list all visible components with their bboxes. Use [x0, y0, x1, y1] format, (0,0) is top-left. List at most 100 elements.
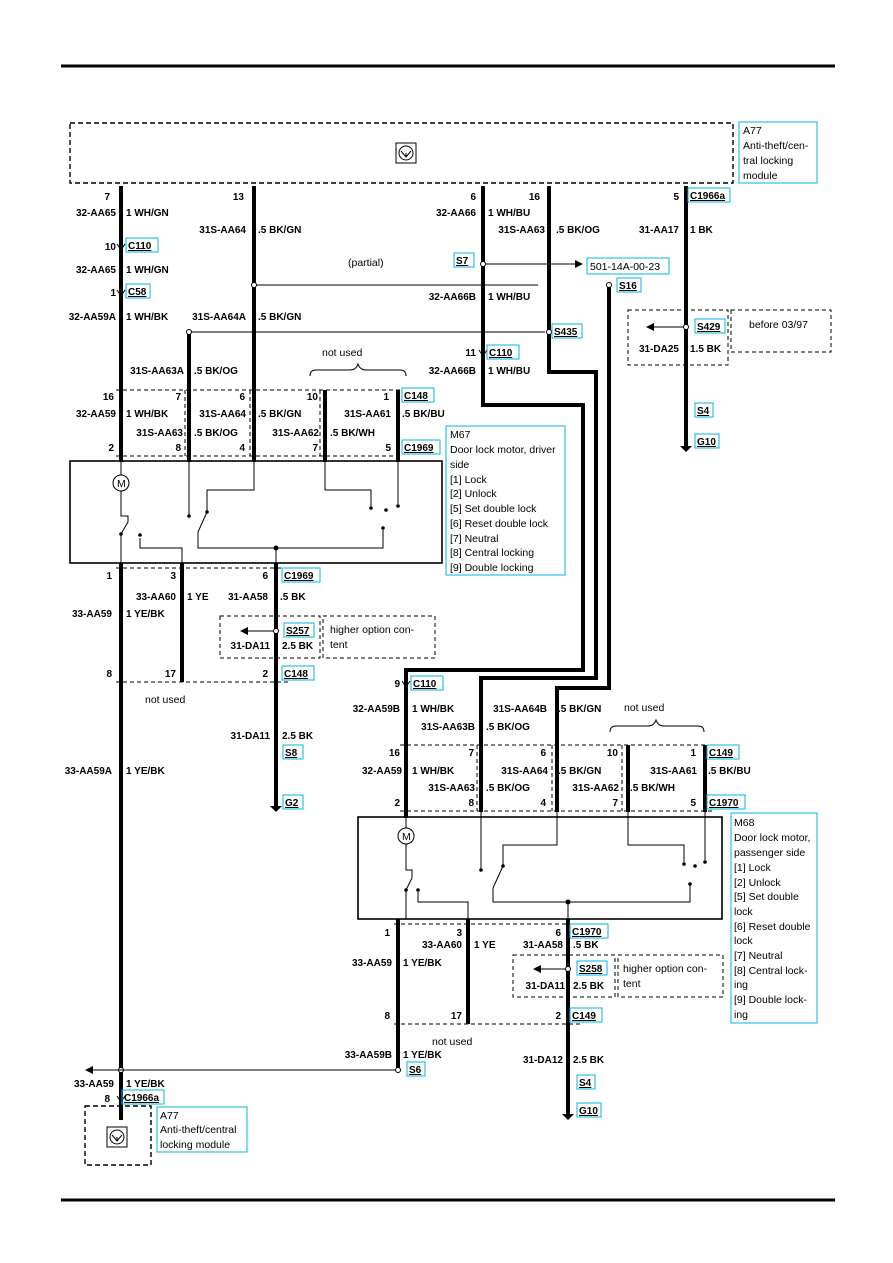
m67-desc-7: [7] Neutral [450, 533, 498, 545]
m67-id: M67 [450, 429, 471, 441]
wire-label: 5 [673, 192, 679, 203]
m68-desc-8: lock [734, 935, 753, 947]
wire-label: 1 WH/BU [488, 292, 530, 303]
wires-lower-left [85, 563, 398, 1120]
m68-desc-11: ing [734, 979, 748, 991]
m67-desc-1: Door lock motor, driver [450, 444, 556, 456]
wire-label: 1 YE [474, 940, 496, 951]
wire-label: 1 WH/GN [126, 208, 169, 219]
wire-label: 31S-AA63 [498, 225, 545, 236]
higher-option-1-line1: higher option con- [330, 624, 415, 636]
connector-label: G10 [697, 437, 716, 448]
wire-label: 1 YE/BK [126, 1079, 165, 1090]
wire-label: 31-AA58 [523, 940, 563, 951]
wire-label: 8 [104, 1094, 110, 1105]
connector-label: C1966a [690, 191, 725, 202]
wire-label: 10 [307, 392, 319, 403]
s258-dashed-box [512, 954, 616, 998]
wire-label: 31S-AA64B [493, 704, 547, 715]
wire-label: 32-AA59B [353, 704, 400, 715]
m68-desc-9: [7] Neutral [734, 950, 782, 962]
connector-box [694, 318, 726, 334]
wire-label: .5 BK [573, 940, 599, 951]
wire-label: .5 BK/OG [486, 783, 530, 794]
wire-label: 31S-AA62 [572, 783, 619, 794]
connector-label: C1970 [572, 927, 602, 938]
wire-label: 8 [468, 798, 474, 809]
connector-label: S6 [409, 1065, 422, 1076]
connector-box [706, 744, 740, 760]
wire-label: 13 [233, 192, 245, 203]
m68-desc-13: ing [734, 1009, 748, 1021]
connector-label: C1966a [124, 1093, 159, 1104]
higher-option-box-2 [617, 954, 724, 998]
wire-label: 31S-AA64 [199, 225, 246, 236]
a77-top-module-symbol [395, 142, 417, 164]
not-used-note-1: not used [322, 347, 362, 359]
higher-option-1-line2: tent [330, 639, 348, 651]
connector-label: C58 [128, 287, 147, 298]
wire-label: 32-AA66 [436, 208, 476, 219]
not-used-note-3: not used [624, 702, 664, 714]
wire-label: 7 [468, 748, 474, 759]
connector-label: G2 [285, 798, 299, 809]
connector-box [694, 433, 720, 449]
wire-label: 2 [555, 1011, 561, 1022]
wire-label: 7 [612, 798, 618, 809]
m68-desc-10: [8] Central lock- [734, 965, 808, 977]
wire-label: 1 YE/BK [403, 958, 442, 969]
wire-label: 1 WH/GN [126, 265, 169, 276]
a77-top-module-outline [69, 122, 734, 184]
wire-label: 5 [690, 798, 696, 809]
m67-internals: M [112, 462, 400, 563]
wire-label: .5 BK/OG [194, 366, 238, 377]
wire-label: 33-AA60 [422, 940, 462, 951]
m68-desc-4: [2] Unlock [734, 877, 781, 889]
wire-label: 31S-AA61 [344, 409, 391, 420]
a77-top-label-box [738, 121, 818, 184]
connector-label: C149 [709, 748, 733, 759]
wire-label: 31S-AA64A [192, 312, 246, 323]
a77-bottom-desc-1: Anti-theft/central [160, 1124, 236, 1136]
m67-desc-5: [5] Set double lock [450, 503, 537, 515]
wire-label: 6 [555, 928, 561, 939]
connector-label: S4 [697, 406, 710, 417]
ref-box [586, 257, 670, 275]
wire-label: 1 [106, 571, 112, 582]
wire-label: 1 BK [690, 225, 714, 236]
connector-label: G10 [579, 1106, 598, 1117]
wire-label: 2.5 BK [282, 731, 314, 742]
wire-label: 31S-AA62 [272, 428, 319, 439]
connector-label: C1970 [709, 798, 739, 809]
a77-bottom-label-box [156, 1106, 248, 1153]
wire-label: 31S-AA61 [650, 766, 697, 777]
connector-label: S16 [619, 281, 637, 292]
connector-box [283, 622, 315, 638]
connector-box [576, 1102, 602, 1118]
connector-box [569, 1007, 603, 1023]
connector-box [410, 675, 444, 691]
connector-box [125, 283, 151, 299]
wire-label: 31-AA58 [228, 592, 268, 603]
a77-bottom-desc-2: locking module [160, 1139, 230, 1151]
connector-label: S7 [456, 256, 469, 267]
wire-label: 4 [540, 798, 546, 809]
m67-label-box [445, 425, 566, 576]
wire-label: 16 [389, 748, 401, 759]
wire-label: 1 [690, 748, 696, 759]
m67-desc-8: [8] Central locking [450, 547, 534, 559]
m67-desc-2: side [450, 459, 469, 471]
m68-desc-6: lock [734, 906, 753, 918]
wire-label: .5 BK/OG [486, 722, 530, 733]
m67-module-box [69, 460, 443, 564]
wire-label: 1 WH/BK [126, 312, 169, 323]
wire-label: 1 WH/BU [488, 208, 530, 219]
connector-label: C148 [404, 391, 428, 402]
wire-label: .5 BK/BU [708, 766, 751, 777]
wire-label: 1 [384, 928, 390, 939]
connector-label: C110 [413, 679, 437, 690]
wire-label: 3 [456, 928, 462, 939]
wire-label: 31-DA25 [639, 344, 679, 355]
connector-box [694, 402, 714, 418]
